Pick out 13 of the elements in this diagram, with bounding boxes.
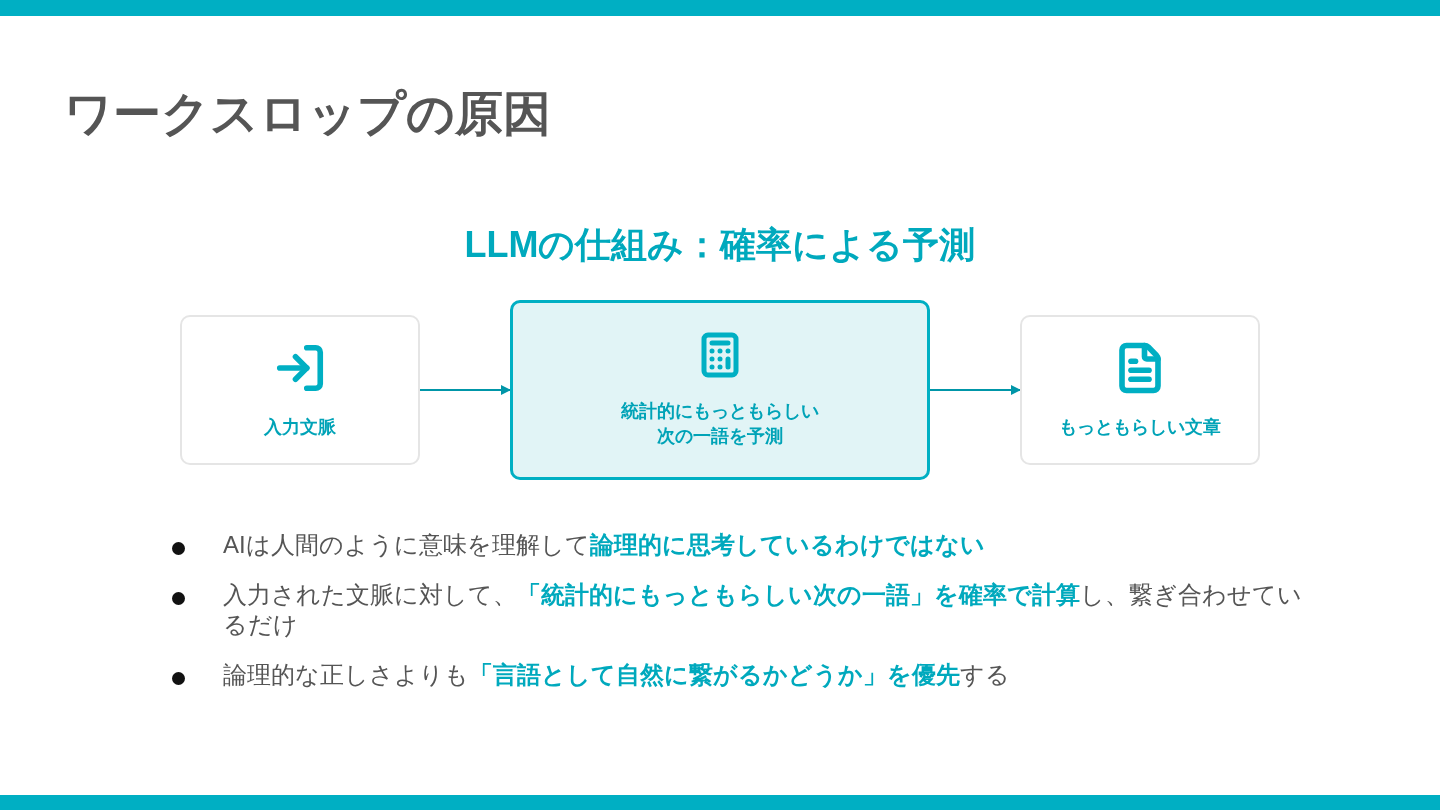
bullet-text: 入力された文脈に対して、「統計的にもっともらしい次の一語」を確率で計算し、繋ぎ合わせているだけ bbox=[223, 580, 1303, 640]
bullet-text: AIは人間のように意味を理解して論理的に思考しているわけではない bbox=[223, 530, 985, 560]
node-label: もっともらしい文章 bbox=[1059, 415, 1221, 439]
slide-title: ワークスロップの原因 bbox=[64, 86, 551, 142]
process-box bbox=[1020, 315, 1260, 465]
highlighted-process-box bbox=[510, 300, 930, 480]
arrow bbox=[419, 385, 511, 395]
node-label: 入力文脈 bbox=[264, 415, 336, 439]
bullet-text: 論理的な正しさよりも「言語として自然に繋がるかどうか」を優先する bbox=[223, 660, 1010, 690]
node-label: 統計的にもっともらしい次の一語を予測 bbox=[620, 400, 820, 448]
process-box bbox=[180, 315, 420, 465]
arrow bbox=[929, 385, 1021, 395]
diagram-heading: LLMの仕組み：確率による予測 bbox=[463, 223, 977, 267]
